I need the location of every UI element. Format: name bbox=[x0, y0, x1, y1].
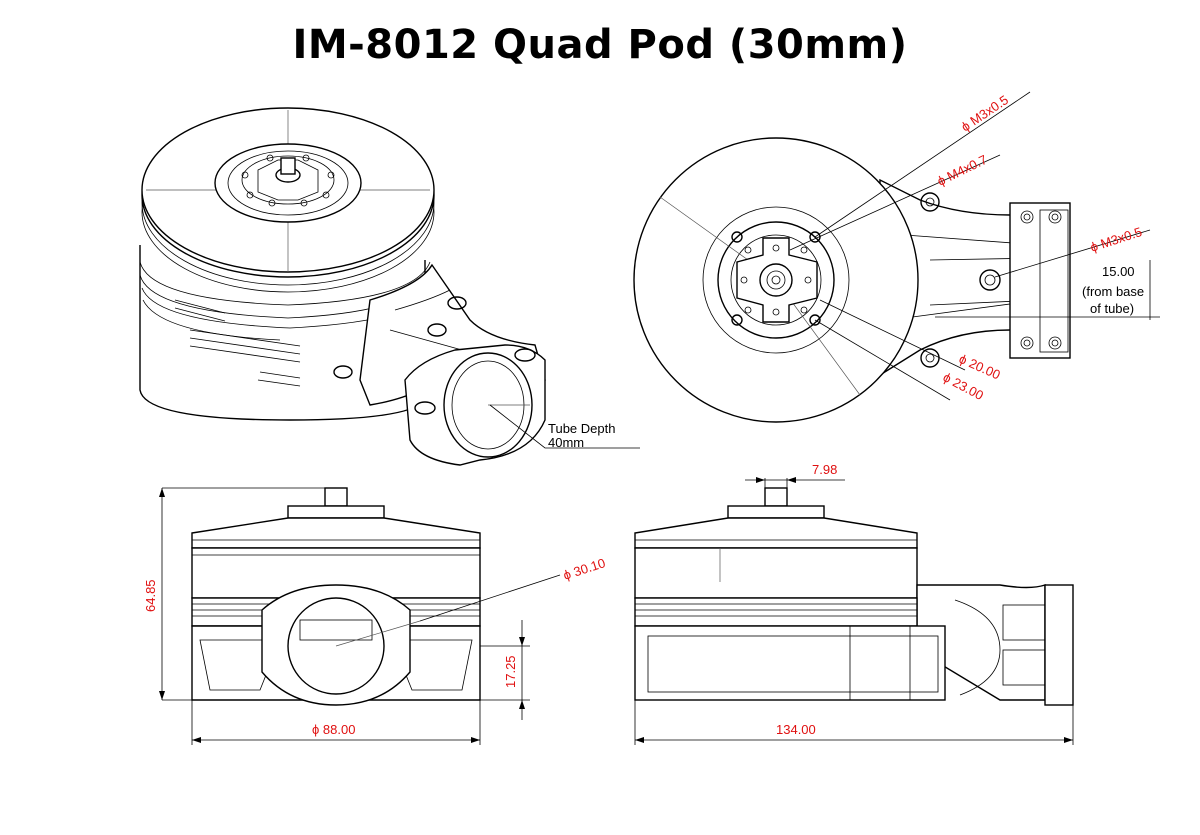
tube-offset-value: 15.00 bbox=[1102, 264, 1135, 279]
m3-upper-label: ϕ M3x0.5 bbox=[958, 92, 1011, 134]
tube-offset-note1: (from base bbox=[1082, 284, 1144, 299]
side-view: 7.98 134.00 bbox=[634, 462, 1074, 745]
width-label: ϕ 88.00 bbox=[312, 722, 355, 737]
front-view: ϕ 30.10 64.85 17.25 ϕ 88.00 bbox=[143, 487, 607, 745]
length-label: 134.00 bbox=[776, 722, 816, 737]
shaft-label: 7.98 bbox=[812, 462, 837, 477]
tube-center-label: 17.25 bbox=[503, 655, 518, 688]
tube-depth-value: 40mm bbox=[548, 435, 584, 450]
top-view: ϕ M3x0.5 ϕ M4x0.7 ϕ M3x0.5 ϕ 20.00 ϕ 23.… bbox=[633, 91, 1160, 423]
height-label: 64.85 bbox=[143, 579, 158, 612]
isometric-view: Tube Depth 40mm bbox=[139, 107, 640, 466]
tube-offset-note2: of tube) bbox=[1090, 301, 1134, 316]
tube-depth-label: Tube Depth bbox=[548, 421, 615, 436]
page-title: IM-8012 Quad Pod (30mm) bbox=[292, 22, 908, 68]
m4-label: ϕ M4x0.7 bbox=[935, 152, 990, 189]
m3-right-label: ϕ M3x0.5 bbox=[1088, 224, 1144, 255]
tube-dia-label: ϕ 30.10 bbox=[561, 555, 607, 583]
